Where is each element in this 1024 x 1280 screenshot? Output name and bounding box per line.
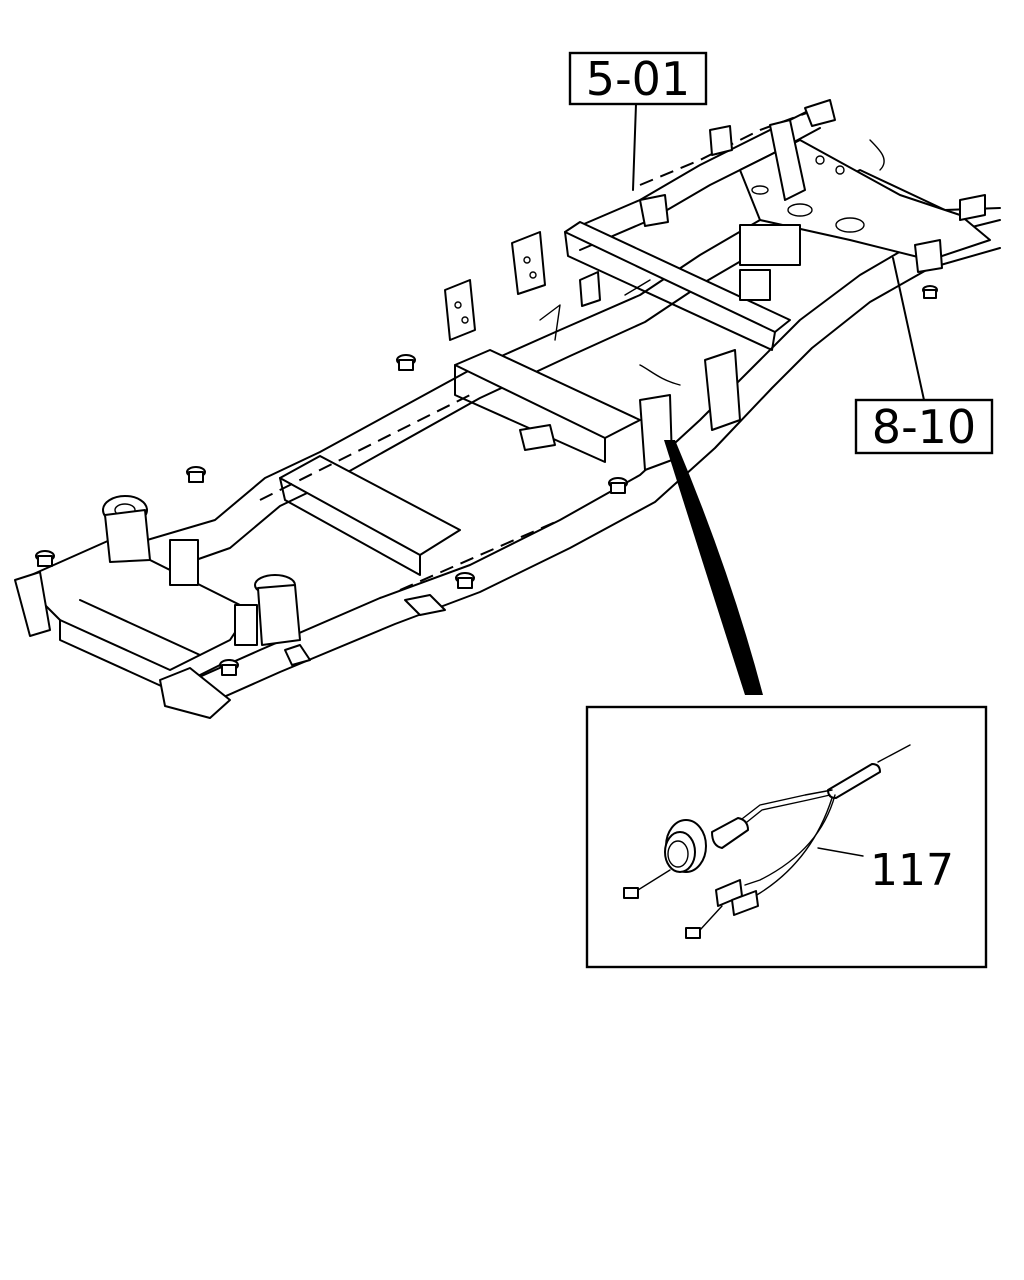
reference-callout-b[interactable]: 8-10: [854, 257, 994, 455]
chassis-frame: [14, 99, 1001, 719]
callout-label: 8-10: [872, 400, 976, 454]
part-number-label: 117: [870, 845, 954, 896]
leader-line: [632, 103, 637, 191]
callout-box: [568, 51, 708, 106]
sensor-icon: [664, 744, 911, 873]
detail-frame: [585, 705, 988, 969]
detail-pointer: [664, 440, 763, 695]
body-mount-bushings: [35, 285, 938, 676]
connector-icon: [715, 879, 759, 916]
connector-icon: [623, 887, 639, 899]
callout-label: 5-01: [586, 52, 690, 106]
connector-icon: [685, 927, 701, 939]
reference-callout-a[interactable]: 5-01: [568, 51, 708, 191]
part-leader-line: [817, 847, 864, 857]
leader-line: [892, 257, 925, 401]
detail-inset: 117: [585, 705, 988, 969]
